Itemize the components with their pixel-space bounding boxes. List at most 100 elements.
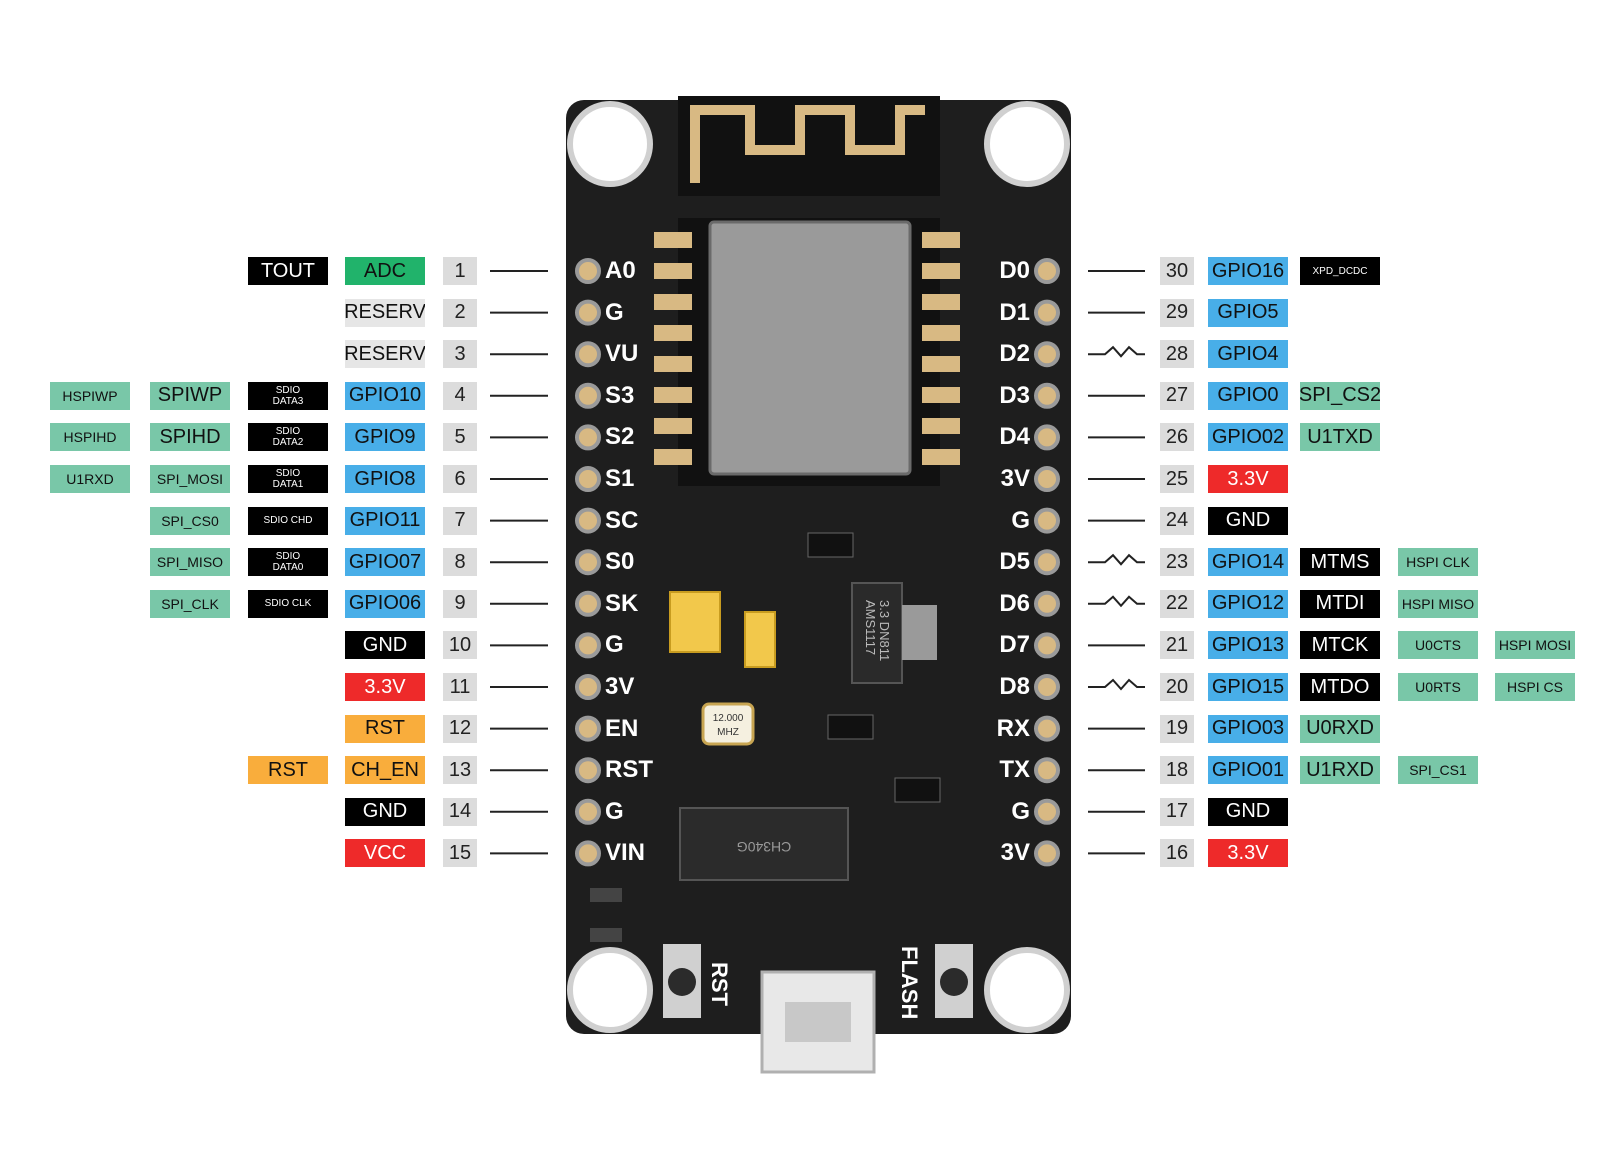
left-pin-function-label: GPIO9 xyxy=(345,423,425,452)
smd-ic xyxy=(807,532,854,558)
crystal-label: 12.000 xyxy=(713,713,744,724)
esp-pad-right xyxy=(922,294,960,310)
flash-button-label: FLASH xyxy=(897,946,922,1019)
left-pin-hole xyxy=(575,507,601,534)
right-pin-function-label: GPIO5 xyxy=(1208,298,1288,327)
crystal xyxy=(701,702,755,746)
left-pin-hole xyxy=(575,590,601,617)
right-pin-hole xyxy=(1034,549,1060,576)
left-pin-hole xyxy=(575,466,601,492)
left-pin-function-label: SPI_MISO xyxy=(150,548,230,577)
left-pin-name: VIN xyxy=(605,839,646,867)
right-pin-number: 23 xyxy=(1160,548,1194,577)
left-pin-number: 6 xyxy=(443,465,477,493)
right-pin-hole xyxy=(1034,466,1060,492)
left-pin-function-label: RST xyxy=(248,756,328,785)
right-pin-function-label: XPD_DCDC xyxy=(1300,257,1380,285)
smd-ic xyxy=(827,714,874,740)
left-pin-function-label: SPI_MOSI xyxy=(150,465,230,493)
left-pin-hole xyxy=(575,798,601,825)
right-pin-function-label: U0CTS xyxy=(1398,631,1478,660)
left-pin-name: EN xyxy=(605,714,639,742)
right-pin-hole xyxy=(1034,632,1060,659)
left-pin-number: 4 xyxy=(443,381,477,410)
right-pin-name: D8 xyxy=(999,673,1030,700)
left-pin-function-label: TOUT xyxy=(248,257,328,285)
mounting-hole xyxy=(567,947,653,1033)
left-pin-name: S1 xyxy=(605,465,635,492)
mounting-holes xyxy=(567,101,1070,1033)
right-pin-name: RX xyxy=(996,714,1030,742)
right-pin-name: D2 xyxy=(999,340,1030,368)
right-pin-hole xyxy=(1034,798,1060,825)
right-pin-hole xyxy=(1034,590,1060,617)
left-pin-number: 5 xyxy=(443,423,477,452)
mounting-hole xyxy=(984,947,1070,1033)
rst-button-label: RST xyxy=(707,962,732,1007)
diode xyxy=(590,928,622,942)
right-pin-function-label: 3.3V xyxy=(1208,465,1288,493)
left-pin-hole xyxy=(575,715,601,742)
right-pin-name: 3V xyxy=(1000,839,1030,867)
right-pin-number: 25 xyxy=(1160,465,1194,493)
right-pin-function-label: MTMS xyxy=(1300,548,1380,577)
esp-castellated-pads xyxy=(654,232,960,465)
right-connector-wave xyxy=(1088,678,1145,691)
regulator-tab xyxy=(902,605,937,660)
right-pin-hole xyxy=(1034,424,1060,451)
right-pin-number: 17 xyxy=(1160,797,1194,826)
left-pin-function-label: RESERV xyxy=(345,298,425,327)
left-pin-function-label: SDIO DATA0 xyxy=(248,548,328,577)
left-pin-name: G xyxy=(605,298,624,326)
right-pin-number: 24 xyxy=(1160,506,1194,535)
right-pin-function-label: SPI_CS2 xyxy=(1300,381,1380,410)
left-pin-name: SC xyxy=(605,506,639,534)
left-pin-hole xyxy=(575,424,601,451)
right-pin-name: D6 xyxy=(999,589,1030,617)
diode xyxy=(590,888,622,902)
right-pin-hole xyxy=(1034,341,1060,368)
left-pin-name: A0 xyxy=(605,257,636,284)
right-pin-function-label: MTDI xyxy=(1300,589,1380,618)
esp-pad-right xyxy=(922,232,960,248)
left-pin-hole xyxy=(575,382,601,409)
left-pin-function-label: SPIHD xyxy=(150,423,230,452)
right-pin-function-label: GPIO12 xyxy=(1208,589,1288,618)
left-pin-number: 11 xyxy=(443,673,477,701)
right-pin-name: G xyxy=(1011,797,1030,825)
right-pin-number: 26 xyxy=(1160,423,1194,452)
left-pin-number: 8 xyxy=(443,548,477,577)
esp-shield-can xyxy=(708,220,912,476)
left-pin-hole xyxy=(575,632,601,659)
right-pin-hole xyxy=(1034,715,1060,742)
regulator-label-2: 3.3 DN811 xyxy=(877,600,892,661)
left-pin-number: 1 xyxy=(443,257,477,285)
right-pin-number: 19 xyxy=(1160,714,1194,743)
right-pin-function-label: 3.3V xyxy=(1208,839,1288,868)
right-pin-number: 20 xyxy=(1160,673,1194,701)
mounting-hole xyxy=(567,101,653,187)
right-pin-function-label: HSPI MISO xyxy=(1398,589,1478,618)
left-pin-number: 15 xyxy=(443,839,477,868)
left-pin-name: 3V xyxy=(605,673,635,700)
right-pin-function-label: MTCK xyxy=(1300,631,1380,660)
right-pin-hole xyxy=(1034,382,1060,409)
right-pin-function-label: GND xyxy=(1208,506,1288,535)
left-pin-function-label: GND xyxy=(345,797,425,826)
right-pin-function-label: GPIO4 xyxy=(1208,340,1288,369)
esp-pad-right xyxy=(922,263,960,279)
right-connector-wave xyxy=(1088,345,1145,358)
right-pin-number: 16 xyxy=(1160,839,1194,868)
right-pin-number: 28 xyxy=(1160,340,1194,369)
left-pin-function-label: SDIO CHD xyxy=(248,506,328,535)
left-pin-function-label: GPIO10 xyxy=(345,381,425,410)
right-pin-name: TX xyxy=(999,756,1030,784)
right-pin-function-label: HSPI CS xyxy=(1495,673,1575,701)
right-pin-name: D4 xyxy=(999,423,1030,451)
right-pin-hole xyxy=(1034,507,1060,534)
right-pin-function-label: HSPI MOSI xyxy=(1495,631,1575,660)
left-pin-name: S3 xyxy=(605,381,635,409)
left-pin-hole xyxy=(575,341,601,368)
